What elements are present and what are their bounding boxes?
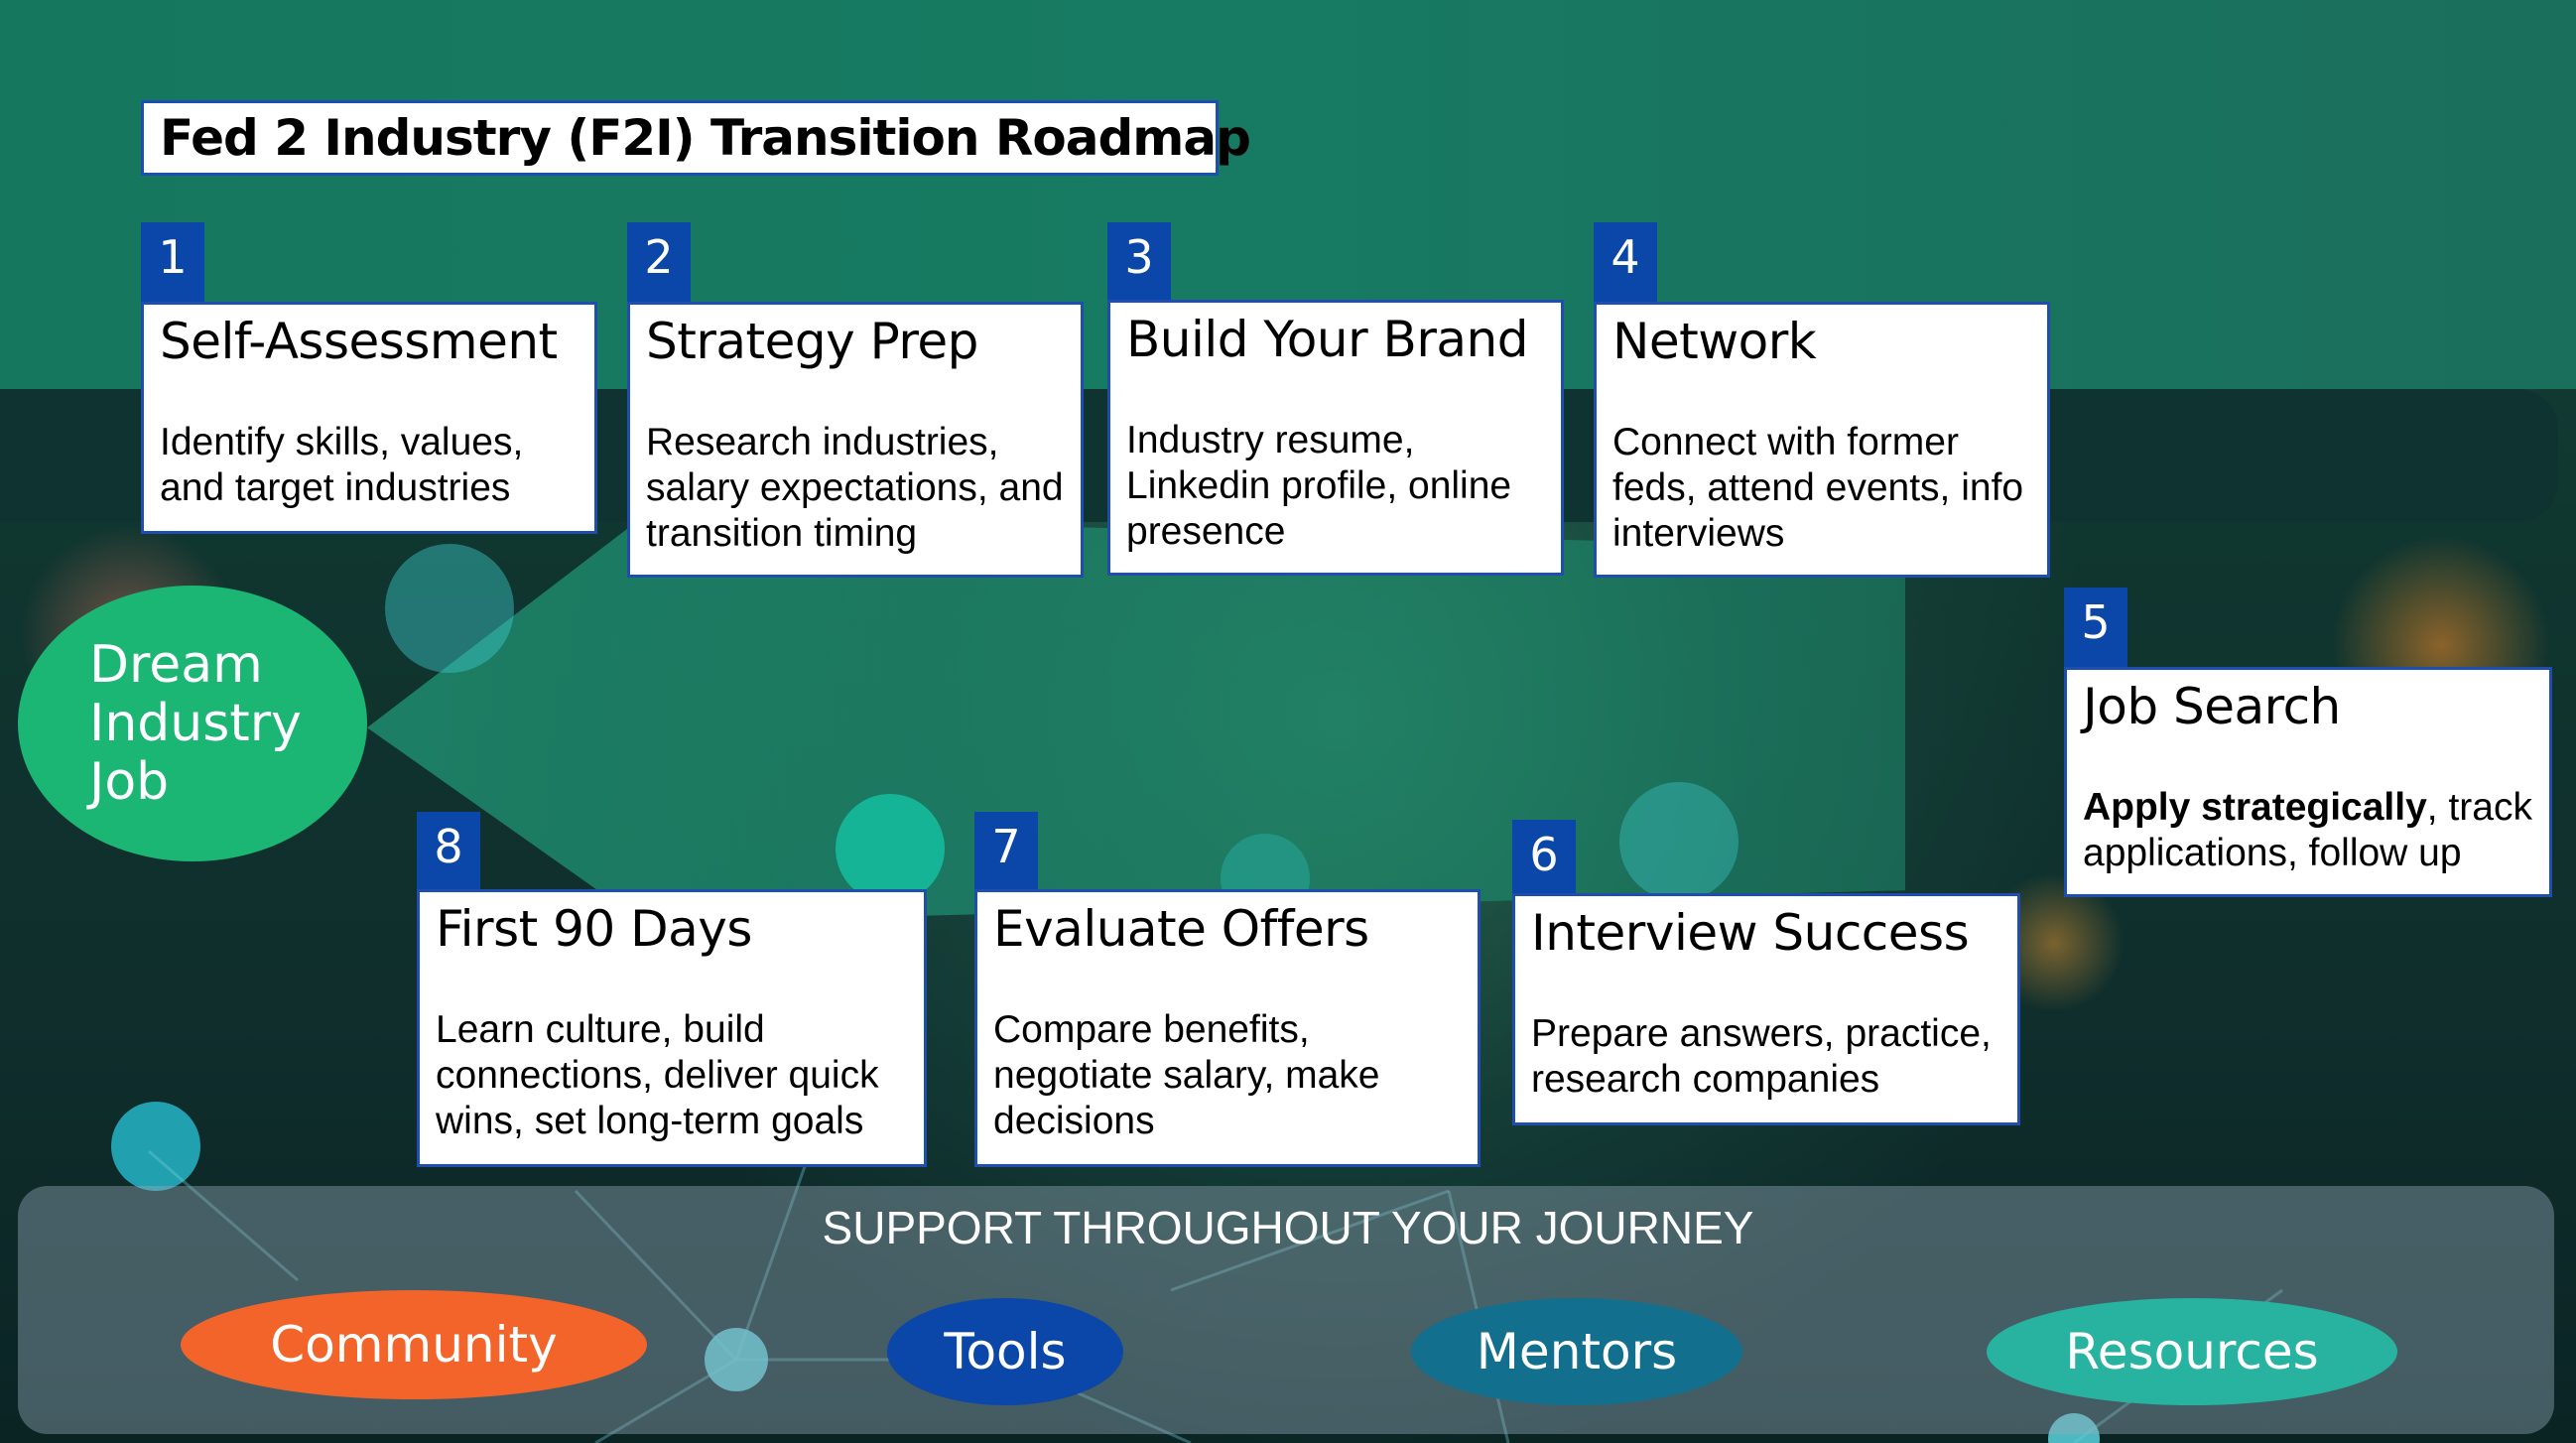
step-title: Strategy Prep [646, 313, 978, 370]
pill-label: Resources [2065, 1323, 2319, 1380]
step-7-card: Evaluate Offers Compare benefits, negoti… [974, 889, 1481, 1167]
bokeh-orb [111, 1102, 200, 1191]
goal-label-line: Industry [89, 693, 302, 753]
support-heading: SUPPORT THROUGHOUT YOUR JOURNEY [822, 1202, 1754, 1253]
bokeh-orb [385, 544, 514, 673]
dream-industry-job-bubble: Dream Industry Job [18, 586, 367, 861]
step-6-card: Interview Success Prepare answers, pract… [1512, 893, 2020, 1125]
goal-label-line: Job [89, 751, 170, 812]
step-3-number: 3 [1107, 222, 1171, 306]
step-5-number: 5 [2064, 588, 2127, 671]
page-title: Fed 2 Industry (F2I) Transition Roadmap [160, 109, 1251, 167]
step-6-number: 6 [1512, 820, 1576, 903]
step-1-number: 1 [141, 222, 204, 306]
step-description: Apply strategically, track applications,… [2083, 785, 2549, 876]
step-description-emphasis: Apply strategically [2083, 786, 2427, 829]
step-description: Prepare answers, practice, research comp… [1531, 1012, 1992, 1101]
goal-label-line: Dream [89, 634, 263, 695]
step-title: Self-Assessment [160, 313, 558, 370]
step-description: Connect with former feds, attend events,… [1612, 421, 2024, 555]
pill-label: Tools [944, 1323, 1067, 1380]
path-wedge [367, 516, 1905, 923]
step-description: Compare benefits, negotiate salary, make… [993, 1008, 1380, 1142]
step-title: First 90 Days [436, 900, 752, 958]
step-5-card: Job Search Apply strategically, track ap… [2064, 667, 2552, 897]
step-1-card: Self-Assessment Identify skills, values,… [141, 302, 597, 534]
step-title: Build Your Brand [1126, 311, 1528, 368]
step-2-number: 2 [627, 222, 691, 306]
step-title: Evaluate Offers [993, 900, 1369, 958]
bokeh-orb [836, 794, 945, 903]
step-title: Network [1612, 313, 1817, 370]
goal-label: Dream Industry Job [89, 634, 327, 812]
pill-label: Community [270, 1316, 558, 1374]
resources-pill: Resources [1987, 1298, 2397, 1405]
roadmap-title-box: Fed 2 Industry (F2I) Transition Roadmap [141, 100, 1251, 176]
step-description: Learn culture, build connections, delive… [436, 1008, 879, 1142]
step-title: Job Search [2083, 678, 2341, 735]
step-4-number: 4 [1594, 222, 1657, 306]
mentors-pill: Mentors [1411, 1298, 1742, 1405]
community-pill: Community [181, 1290, 647, 1399]
step-description: Identify skills, values, and target indu… [160, 421, 524, 509]
network-node [2048, 1413, 2100, 1443]
step-title: Interview Success [1531, 904, 1970, 962]
step-description: Research industries, salary expectations… [646, 421, 1064, 555]
step-2-card: Strategy Prep Research industries, salar… [627, 302, 1084, 578]
network-node [705, 1328, 768, 1391]
step-8-card: First 90 Days Learn culture, build conne… [417, 889, 927, 1167]
step-3-card: Build Your Brand Industry resume, Linked… [1107, 300, 1564, 576]
tools-pill: Tools [887, 1298, 1123, 1405]
pill-label: Mentors [1476, 1323, 1678, 1380]
step-description: Industry resume, Linkedin profile, onlin… [1126, 419, 1512, 553]
step-8-number: 8 [417, 812, 480, 895]
step-7-number: 7 [974, 812, 1038, 895]
step-4-card: Network Connect with former feds, attend… [1594, 302, 2050, 578]
bokeh-orb [1619, 782, 1739, 901]
step-description-rest: , track applications, follow up [2083, 786, 2532, 874]
